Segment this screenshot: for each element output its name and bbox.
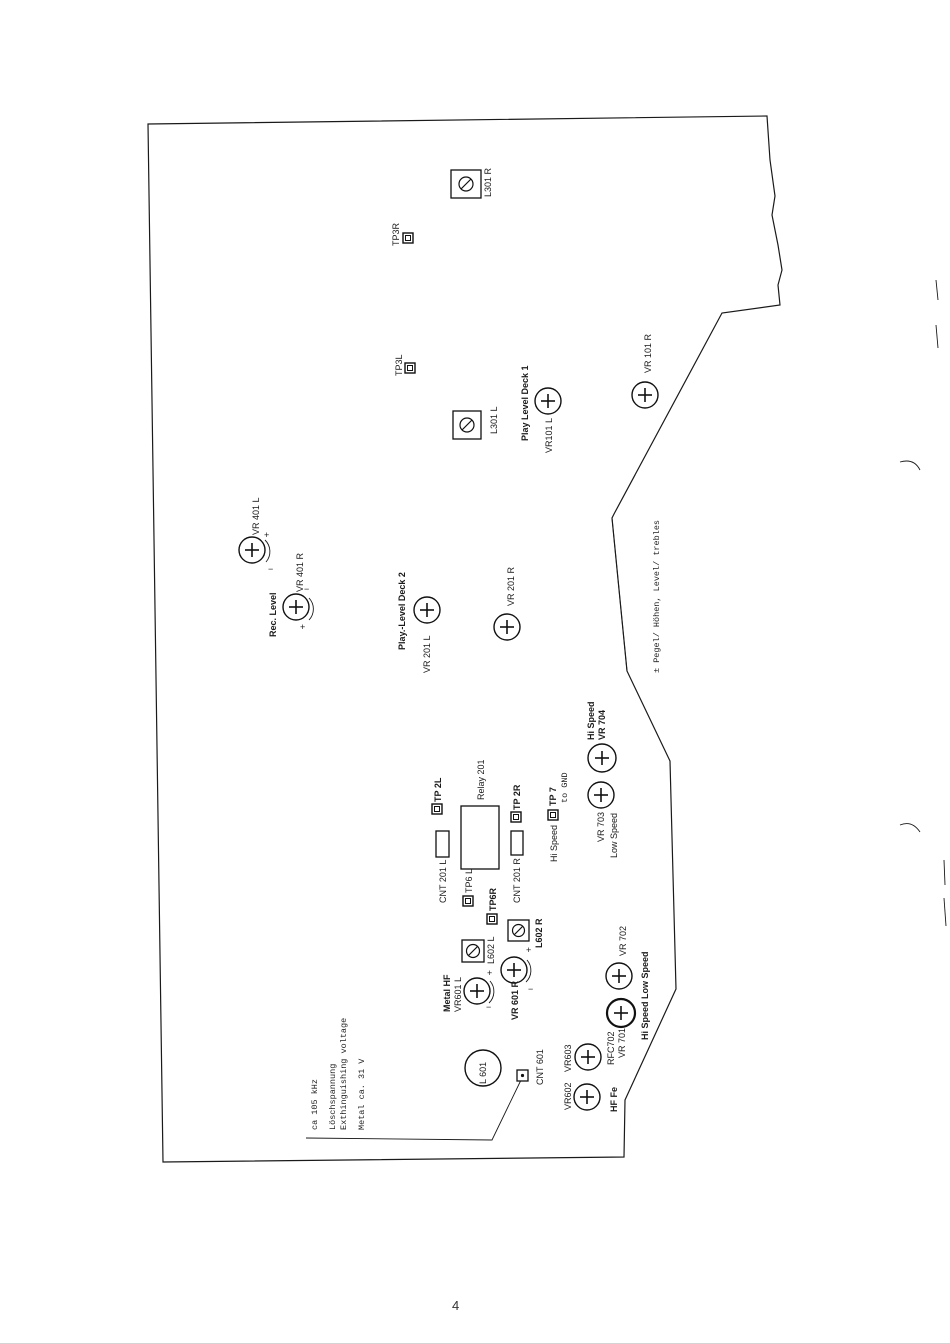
margin-mark-3 bbox=[899, 460, 921, 471]
relay201-label: Relay 201 bbox=[476, 759, 486, 800]
margin-mark-5 bbox=[943, 859, 946, 886]
tp3r-label: TP3R bbox=[391, 222, 401, 246]
board-inner-trace bbox=[611, 517, 628, 672]
cnt201r-connector bbox=[510, 830, 524, 856]
l601-coil bbox=[464, 1049, 502, 1087]
tp6r-testpoint bbox=[486, 913, 498, 925]
note-loesch: Löschspannung bbox=[328, 1064, 338, 1130]
l301l-label: L301 L bbox=[489, 406, 499, 434]
vr602-pot bbox=[573, 1083, 601, 1111]
hi-low-speed-label: Hi Speed Low Speed bbox=[640, 951, 650, 1040]
vr401l-plus: + bbox=[264, 530, 269, 540]
play-level-deck1-label: Play Level Deck 1 bbox=[520, 365, 530, 441]
margin-mark-4 bbox=[899, 823, 921, 833]
tp6l-testpoint bbox=[462, 895, 474, 907]
note-metal: Metal ca. 31 V bbox=[357, 1058, 367, 1130]
vr603-label: VR603 bbox=[563, 1044, 573, 1072]
cnt201r-label: CNT 201 R bbox=[512, 858, 522, 903]
vr603-pot bbox=[574, 1043, 602, 1071]
vr601l-label: VR601 L bbox=[453, 977, 463, 1012]
l301r-label: L301 R bbox=[483, 167, 493, 197]
vr101r-label: VR 101 R bbox=[643, 333, 653, 373]
tp2r-label: TP 2R bbox=[512, 784, 522, 810]
vr704-label: VR 704 bbox=[597, 710, 607, 740]
vr701-pot bbox=[605, 997, 637, 1029]
vr601r-label: VR 601 R bbox=[510, 980, 520, 1020]
vr401l-minus: − bbox=[268, 564, 273, 574]
l602r-label: L602 R bbox=[534, 918, 544, 948]
margin-mark-2 bbox=[935, 324, 939, 349]
vr601r-plus: + bbox=[526, 945, 531, 955]
vr401r-plus: + bbox=[300, 622, 305, 632]
vr401r-label: VR 401 R bbox=[295, 552, 305, 592]
erase-voltage-notes: ca 105 kHz Löschspannung Exthinguishing … bbox=[310, 1018, 367, 1130]
vr703-lowspeed-label: Low Speed bbox=[609, 813, 619, 858]
vr602-label: VR602 bbox=[563, 1082, 573, 1110]
vr401l-pot bbox=[238, 536, 266, 564]
vr704-hispeed-label: Hi Speed bbox=[586, 701, 596, 740]
vr101r-pot bbox=[631, 381, 659, 409]
play-level-deck2-label: Play.-Level Deck 2 bbox=[397, 572, 407, 650]
vr201l-pot bbox=[413, 596, 441, 624]
vr601l-minus: − bbox=[486, 1002, 491, 1012]
cnt201l-label: CNT 201 L bbox=[438, 860, 448, 903]
vr601l-pot bbox=[463, 977, 491, 1005]
vr601r-minus: − bbox=[528, 984, 533, 994]
vr201l-label: VR 201 L bbox=[422, 635, 432, 673]
rfc702-label: RFC702 bbox=[606, 1031, 616, 1065]
tp3l-testpoint bbox=[404, 362, 416, 374]
vr401r-pot bbox=[282, 593, 310, 621]
vr601l-plus: + bbox=[487, 968, 492, 978]
vr401r-minus: − bbox=[304, 584, 309, 594]
vr201r-pot bbox=[493, 613, 521, 641]
tp6l-label: TP6 L bbox=[464, 869, 474, 893]
vr101l-label: VR101 L bbox=[544, 418, 554, 453]
tp7-testpoint bbox=[547, 809, 559, 821]
margin-mark-1 bbox=[935, 279, 939, 301]
vr101l-pot bbox=[534, 387, 562, 415]
vr601l-arc bbox=[488, 980, 495, 1004]
tp2r-testpoint bbox=[510, 811, 522, 823]
tp3l-label: TP3L bbox=[394, 354, 404, 376]
vr704-pot bbox=[587, 743, 617, 773]
vr703-label: VR 703 bbox=[596, 812, 606, 842]
pegel-note: ± Pegel/ Höhen, Level/ trebles bbox=[652, 520, 662, 673]
vr702-label: VR 702 bbox=[618, 926, 628, 956]
board-outline bbox=[147, 115, 783, 1163]
hf-fe-label: HF Fe bbox=[609, 1087, 619, 1112]
vr401r-arc bbox=[308, 597, 314, 621]
vr601r-pot bbox=[500, 956, 528, 984]
relay201 bbox=[460, 805, 500, 870]
cnt601-label: CNT 601 bbox=[535, 1049, 545, 1085]
tp6r-label: TP6R bbox=[488, 887, 498, 911]
tp3r-testpoint bbox=[402, 232, 414, 244]
rec-level-label: Rec. Level bbox=[268, 592, 278, 637]
tp7-gnd-label: to GND bbox=[560, 772, 570, 803]
cnt201l-connector bbox=[435, 830, 450, 858]
vr401l-label: VR 401 L bbox=[251, 497, 261, 535]
vr702-pot bbox=[605, 962, 633, 990]
page-number: 4 bbox=[452, 1298, 459, 1313]
vr703-pot bbox=[587, 781, 615, 809]
metal-hf-label: Metal HF bbox=[442, 974, 452, 1012]
note-freq: ca 105 kHz bbox=[310, 1079, 320, 1130]
tp7-hispeed-label: Hi Speed bbox=[549, 825, 559, 862]
margin-mark-6 bbox=[943, 897, 947, 927]
note-extinguish: Exthinguishing voltage bbox=[339, 1018, 349, 1130]
vr201r-label: VR 201 R bbox=[506, 566, 516, 606]
vr701-label: VR 701 bbox=[617, 1028, 627, 1058]
notes-leader bbox=[305, 1079, 522, 1141]
vr401l-arc bbox=[264, 539, 271, 563]
l602l-label: L602 L bbox=[486, 936, 496, 964]
vr601r-arc bbox=[525, 959, 532, 983]
tp2l-testpoint bbox=[431, 803, 443, 815]
tp7-label: TP 7 bbox=[548, 787, 558, 806]
l601-label: L 601 bbox=[478, 1062, 488, 1084]
tp2l-label: TP 2L bbox=[433, 777, 443, 802]
